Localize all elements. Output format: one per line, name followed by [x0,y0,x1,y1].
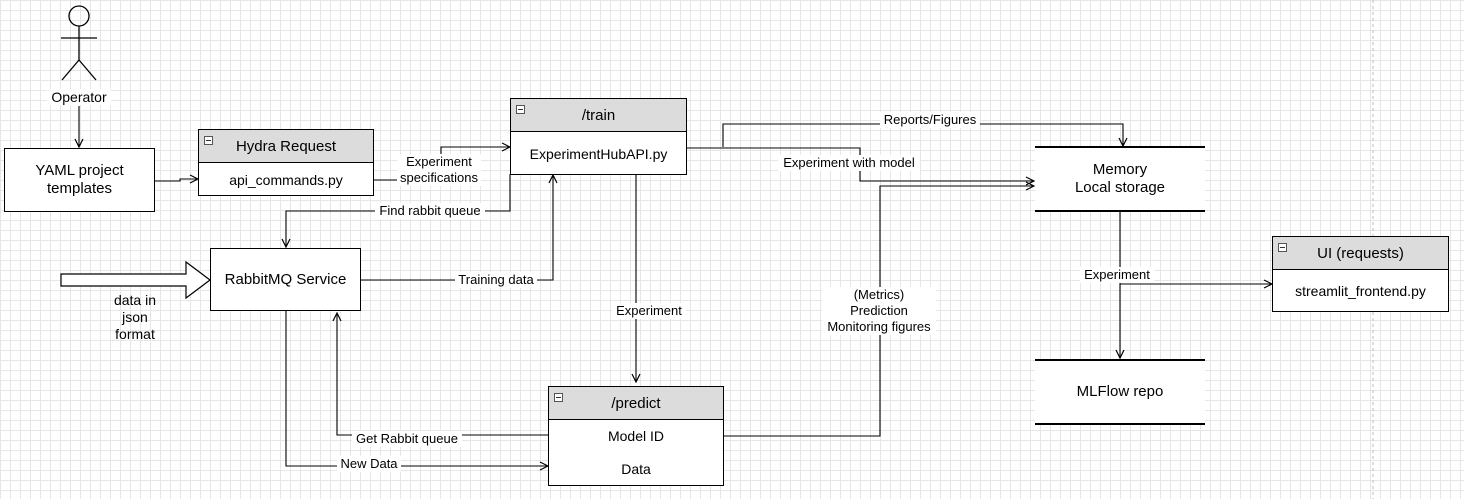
edge-predict-to-rabbit [337,313,548,436]
train-endpoint-box[interactable]: /train ExperimentHubAPI.py [510,98,687,175]
rabbitmq-service[interactable]: RabbitMQ Service [210,248,361,311]
collapse-icon[interactable] [554,393,563,402]
hydra-row: api_commands.py [229,171,343,188]
predict-header: /predict [549,387,723,420]
label-find-rabbit-queue: Find rabbit queue [375,203,485,219]
train-title: /train [581,106,616,124]
ui-title: UI (requests) [1317,244,1404,262]
train-row: ExperimentHubAPI.py [529,145,668,162]
collapse-icon[interactable] [1278,243,1287,252]
ui-row: streamlit_frontend.py [1295,283,1426,299]
hydra-request-box[interactable]: Hydra Request api_commands.py [198,129,374,196]
hydra-header: Hydra Request [199,130,373,163]
label-experiment-specifications: Experiment specifications [397,154,481,186]
edge-rabbit-to-train [361,175,553,281]
train-header: /train [511,99,686,132]
predict-endpoint-box[interactable]: /predict Model ID Data [548,386,724,486]
mlflow-repo[interactable]: MLFlow repo [1035,359,1205,425]
edge-rabbit-to-predict [285,311,548,466]
operator-stick-figure [61,5,97,81]
predict-row-data: Data [621,461,651,477]
edge-yaml-to-hydra [155,179,198,181]
actor-label: Operator [47,89,111,105]
yaml-project-templates[interactable]: YAML project templates [4,148,155,212]
label-reports-figures: Reports/Figures [880,112,980,128]
data-input-arrow [60,260,211,300]
label-get-rabbit-queue: Get Rabbit queue [352,431,462,447]
label-data-in-json: data in json format [113,292,157,342]
collapse-icon[interactable] [516,105,525,114]
label-metrics-prediction: (Metrics) Prediction Monitoring figures [822,287,936,335]
ui-requests-box[interactable]: UI (requests) streamlit_frontend.py [1272,236,1449,312]
collapse-icon[interactable] [204,136,213,145]
label-new-data: New Data [337,456,401,472]
label-experiment-train-predict: Experiment [612,303,686,319]
predict-title: /predict [611,394,661,412]
label-experiment-with-model: Experiment with model [778,155,920,171]
hydra-title: Hydra Request [235,137,337,155]
predict-row-model-id: Model ID [607,428,665,444]
ui-header: UI (requests) [1273,237,1448,270]
label-training-data: Training data [455,272,537,288]
label-experiment-memory-ui: Experiment [1080,267,1154,283]
memory-local-storage[interactable]: Memory Local storage [1035,146,1205,212]
